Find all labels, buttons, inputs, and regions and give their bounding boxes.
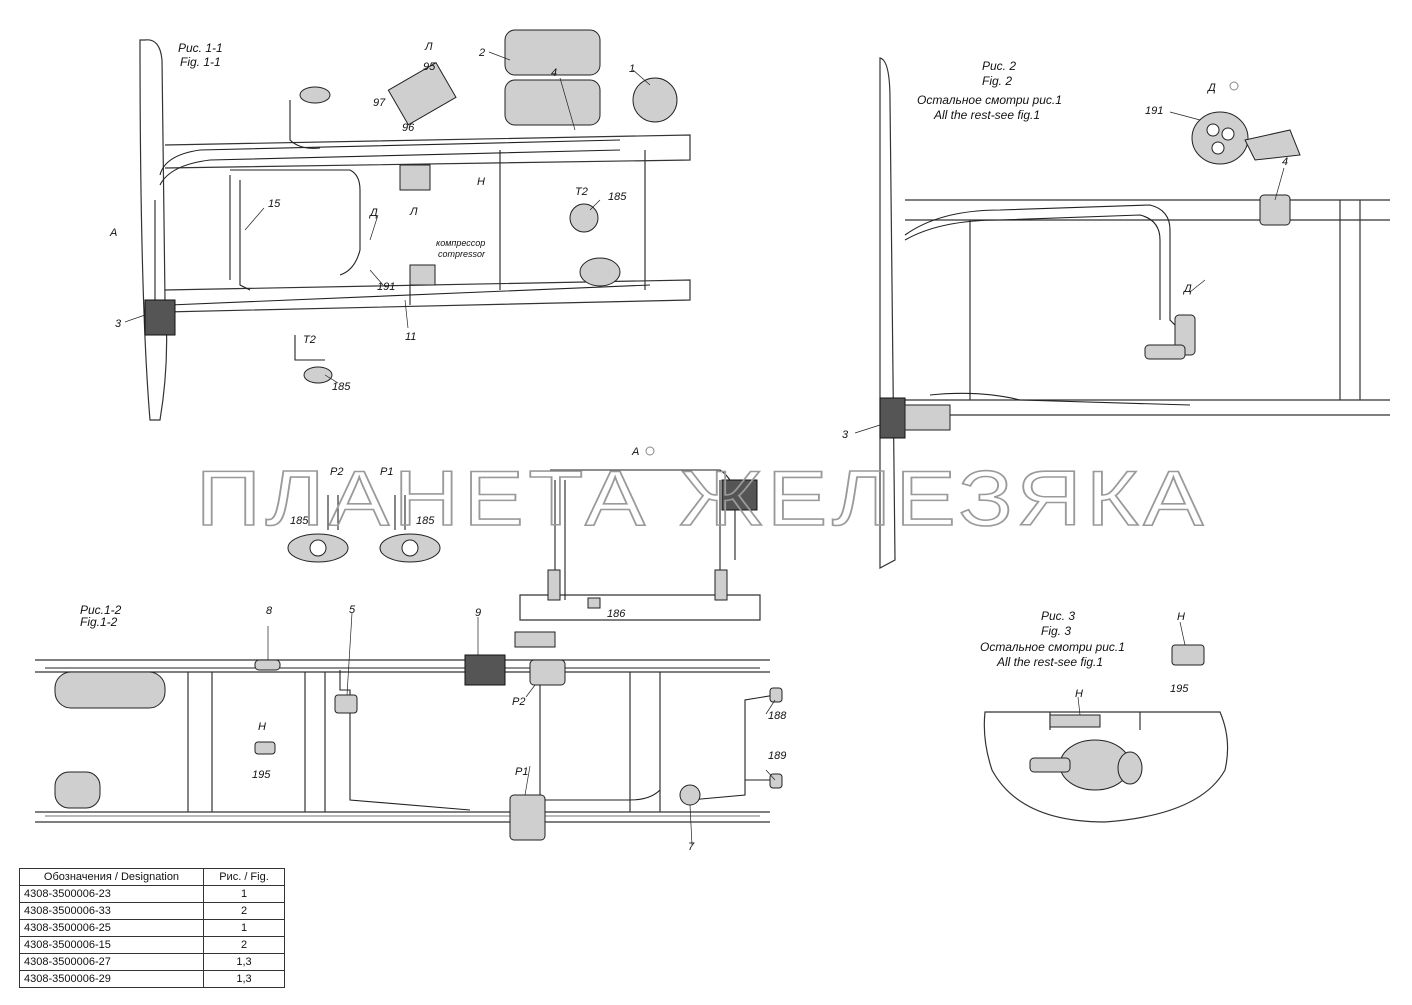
table-row: 4308-3500006-29 1,3 bbox=[19, 970, 285, 988]
fig-3-caption-en: Fig. 3 bbox=[1041, 624, 1071, 638]
table-row: 4308-3500006-25 1 bbox=[19, 919, 285, 937]
callout-label: 195 bbox=[252, 769, 271, 781]
callout-label: 191 bbox=[377, 281, 395, 293]
figure-1-1: Рис. 1-1 Fig. 1-1 Л 2 4 1 95 97 96 Н 15 … bbox=[109, 29, 691, 421]
fig-cell: 2 bbox=[203, 902, 285, 920]
compressor-label-ru: компрессор bbox=[436, 238, 485, 248]
view-letter: Н bbox=[1177, 611, 1185, 623]
view-letter: Л bbox=[424, 41, 433, 53]
callout-label: 4 bbox=[1282, 156, 1288, 168]
callout-label: 11 bbox=[405, 331, 416, 343]
callout-label: 97 bbox=[373, 97, 386, 109]
callout-label: 195 bbox=[1170, 683, 1189, 695]
fig-cell: 1 bbox=[203, 919, 285, 937]
callout-label: 1 bbox=[629, 63, 635, 75]
fig-2-note-ru: Остальное смотри рис.1 bbox=[917, 93, 1062, 107]
view-letter: Р1 bbox=[515, 766, 528, 778]
designation-cell: 4308-3500006-15 bbox=[19, 936, 204, 954]
callout-label: 185 bbox=[608, 191, 627, 203]
callout-label: 186 bbox=[607, 608, 626, 620]
table-row: 4308-3500006-15 2 bbox=[19, 936, 285, 954]
figure-3: Рис. 3 Fig. 3 Остальное смотри рис.1 All… bbox=[980, 609, 1229, 823]
fig-3-note-ru: Остальное смотри рис.1 bbox=[980, 640, 1125, 654]
callout-label: 7 bbox=[688, 841, 695, 853]
fig-1-2-caption-en: Fig.1-2 bbox=[80, 615, 118, 629]
callout-label: 96 bbox=[402, 122, 415, 134]
callout-label: 8 bbox=[266, 605, 273, 617]
column-header-fig: Рис. / Fig. bbox=[203, 868, 285, 886]
callout-label: 5 bbox=[349, 604, 356, 616]
fig-cell: 1,3 bbox=[203, 953, 285, 971]
figure-2: Рис. 2 Fig. 2 Остальное смотри рис.1 All… bbox=[842, 57, 1390, 569]
callout-label: 9 bbox=[475, 607, 481, 619]
view-letter: Л bbox=[409, 206, 418, 218]
designation-cell: 4308-3500006-29 bbox=[19, 970, 204, 988]
fig-cell: 1,3 bbox=[203, 970, 285, 988]
view-letter: Р1 bbox=[380, 466, 393, 478]
fig-1-2-caption-ru: Рис.1-2 bbox=[80, 603, 122, 617]
callout-label: 3 bbox=[842, 429, 849, 441]
callout-label: 185 bbox=[332, 381, 351, 393]
column-header-designation: Обозначения / Designation bbox=[19, 868, 204, 886]
designation-cell: 4308-3500006-25 bbox=[19, 919, 204, 937]
view-letter: Т2 bbox=[303, 334, 316, 346]
figure-1-2: Рис.1-2 Fig.1-2 8 5 9 Р2 188 Н 195 Р1 18… bbox=[35, 603, 787, 853]
designation-table: Обозначения / Designation Рис. / Fig. 43… bbox=[19, 868, 285, 988]
view-letter: Р2 bbox=[512, 696, 525, 708]
callout-label: 191 bbox=[1145, 105, 1163, 117]
view-letter: Р2 bbox=[330, 466, 343, 478]
fig-2-caption-en: Fig. 2 bbox=[982, 74, 1012, 88]
fig-3-caption-ru: Рис. 3 bbox=[1041, 609, 1075, 623]
table-row: 4308-3500006-33 2 bbox=[19, 902, 285, 920]
callout-label: 188 bbox=[768, 710, 787, 722]
fig-2-note-en: All the rest-see fig.1 bbox=[933, 108, 1040, 122]
compressor-label-en: compressor bbox=[438, 249, 486, 259]
view-letter: А bbox=[631, 446, 639, 458]
callout-label: 185 bbox=[290, 515, 309, 527]
table-header-row: Обозначения / Designation Рис. / Fig. bbox=[19, 868, 285, 886]
fig-cell: 2 bbox=[203, 936, 285, 954]
view-letter: Т2 bbox=[575, 186, 588, 198]
callout-label: 189 bbox=[768, 750, 786, 762]
fig-2-caption-ru: Рис. 2 bbox=[982, 59, 1016, 73]
callout-label: 2 bbox=[478, 47, 485, 59]
fig-1-1-caption-ru: Рис. 1-1 bbox=[178, 41, 223, 55]
view-letter: Д bbox=[1182, 283, 1192, 295]
fig-cell: 1 bbox=[203, 885, 285, 903]
callout-label: 4 bbox=[551, 67, 557, 79]
view-letter: Н bbox=[1075, 688, 1083, 700]
designation-cell: 4308-3500006-23 bbox=[19, 885, 204, 903]
fig-3-note-en: All the rest-see fig.1 bbox=[996, 655, 1103, 669]
view-letter: Н bbox=[477, 176, 485, 188]
callout-label: 185 bbox=[416, 515, 435, 527]
fig-1-1-caption-en: Fig. 1-1 bbox=[180, 55, 221, 69]
view-letter: Д bbox=[368, 207, 378, 219]
designation-cell: 4308-3500006-33 bbox=[19, 902, 204, 920]
callout-label: 95 bbox=[423, 61, 436, 73]
table-row: 4308-3500006-23 1 bbox=[19, 885, 285, 903]
view-letter: Д bbox=[1206, 82, 1216, 94]
table-row: 4308-3500006-27 1,3 bbox=[19, 953, 285, 971]
designation-cell: 4308-3500006-27 bbox=[19, 953, 204, 971]
watermark: ПЛАНЕТА ЖЕЛЕЗЯКА bbox=[196, 454, 1208, 542]
callout-label: 3 bbox=[115, 318, 122, 330]
detail-a: А Р2 Р1 185 185 186 bbox=[287, 446, 761, 621]
view-letter: А bbox=[109, 227, 117, 239]
callout-label: 15 bbox=[268, 198, 281, 210]
view-letter: Н bbox=[258, 721, 266, 733]
